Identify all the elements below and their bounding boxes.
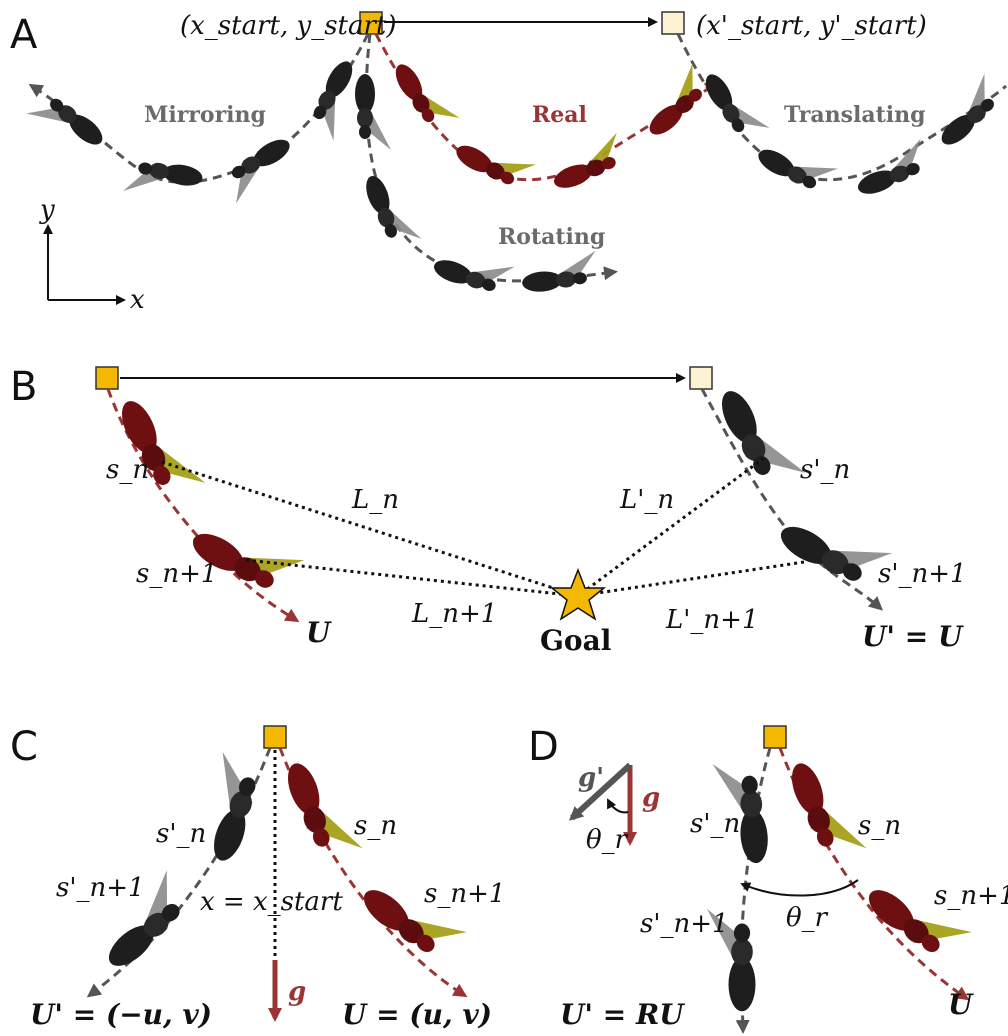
goal-star-icon: [549, 567, 607, 621]
distance-line-l-n1-prime: [577, 560, 805, 598]
goal-label: Goal: [540, 624, 611, 657]
inset-rotation-arc: [607, 798, 629, 814]
axis-x-label: x: [130, 285, 145, 315]
insect-red: [785, 751, 867, 865]
insect-dark: [26, 85, 108, 163]
panel-b-letter: B: [10, 364, 37, 410]
label-d-s-n1-prime: s'_n+1: [640, 909, 729, 939]
label-u: U: [306, 616, 332, 649]
label-l-n-prime: L'_n: [619, 485, 674, 515]
distance-line-l-n1: [245, 558, 579, 598]
insect-red: [390, 52, 460, 136]
label-x-equals-xstart: x = x_start: [200, 887, 343, 917]
label-s-n1: s_n+1: [136, 559, 217, 589]
insect-dark: [123, 155, 205, 205]
insect-dark: [218, 134, 302, 204]
panel-a-start-label: (x_start, y_start): [180, 11, 397, 41]
insect-dark: [754, 130, 838, 200]
label-translating: Translating: [784, 102, 926, 128]
distance-line-l-n-prime: [577, 456, 765, 598]
label-c-u: U = (u, v): [342, 998, 492, 1031]
insect-dark: [926, 73, 1008, 151]
insect-dark: [355, 74, 391, 150]
label-d-g: g: [642, 783, 660, 813]
panel-d-start-square: [763, 725, 787, 749]
panel-d-letter: D: [528, 724, 559, 770]
label-u-prime: U' = U: [862, 620, 964, 653]
panel-b-start-square: [95, 366, 119, 390]
panel-c-start-square: [263, 725, 287, 749]
insect-dark: [774, 499, 893, 597]
label-d-u: U: [948, 988, 974, 1021]
insect-dark: [519, 250, 599, 294]
axis-y-label: y: [39, 195, 55, 225]
insect-red: [281, 751, 363, 865]
label-c-s-n1-prime: s'_n+1: [56, 873, 145, 903]
label-s-n-prime: s'_n: [800, 455, 850, 485]
label-l-n: L_n: [351, 485, 399, 515]
label-d-s-n-prime: s'_n: [690, 809, 740, 839]
label-c-u-prime: U' = (−u, v): [30, 998, 212, 1031]
label-l-n1-prime: L'_n+1: [665, 605, 759, 635]
label-s-n1-prime: s'_n+1: [878, 559, 967, 589]
insect-dark: [849, 138, 934, 199]
label-theta-r: θ_r: [786, 903, 829, 933]
rotated-gravity-arrow: [569, 762, 633, 821]
panel-d-rotated-path: [735, 747, 772, 1034]
insect-dark: [700, 62, 770, 146]
insect-red: [452, 126, 536, 196]
panel-a-start-square: [359, 11, 383, 35]
panel-a-letter: A: [10, 12, 38, 58]
label-d-u-prime: U' = RU: [560, 998, 685, 1031]
panel-c-letter: C: [10, 724, 38, 770]
label-l-n1: L_n+1: [411, 599, 497, 629]
label-g: g: [288, 977, 306, 1007]
label-mirroring: Mirroring: [144, 102, 266, 128]
insect-red: [545, 132, 630, 193]
panel-a-start-label-prime: (x'_start, y'_start): [696, 11, 927, 41]
label-d-s-n1: s_n+1: [934, 881, 1008, 911]
label-theta-r-inset: θ_r: [586, 825, 629, 855]
panel-b-start-square-prime: [689, 366, 713, 390]
insect-red: [186, 506, 305, 604]
rotation-arc: [740, 879, 859, 897]
label-rotating: Rotating: [498, 224, 605, 250]
panel-b-translated-path: [700, 388, 883, 611]
panel-a-start-square-prime: [661, 11, 685, 35]
label-real: Real: [532, 102, 587, 128]
distance-line-l-n: [161, 460, 579, 598]
label-c-s-n1: s_n+1: [424, 879, 505, 909]
insect-dark: [361, 167, 422, 252]
label-c-s-n: s_n: [354, 811, 397, 841]
label-d-s-n: s_n: [858, 811, 901, 841]
label-c-s-n-prime: s'_n: [156, 819, 206, 849]
label-g-prime: g': [578, 763, 604, 793]
label-s-n: s_n: [106, 455, 149, 485]
